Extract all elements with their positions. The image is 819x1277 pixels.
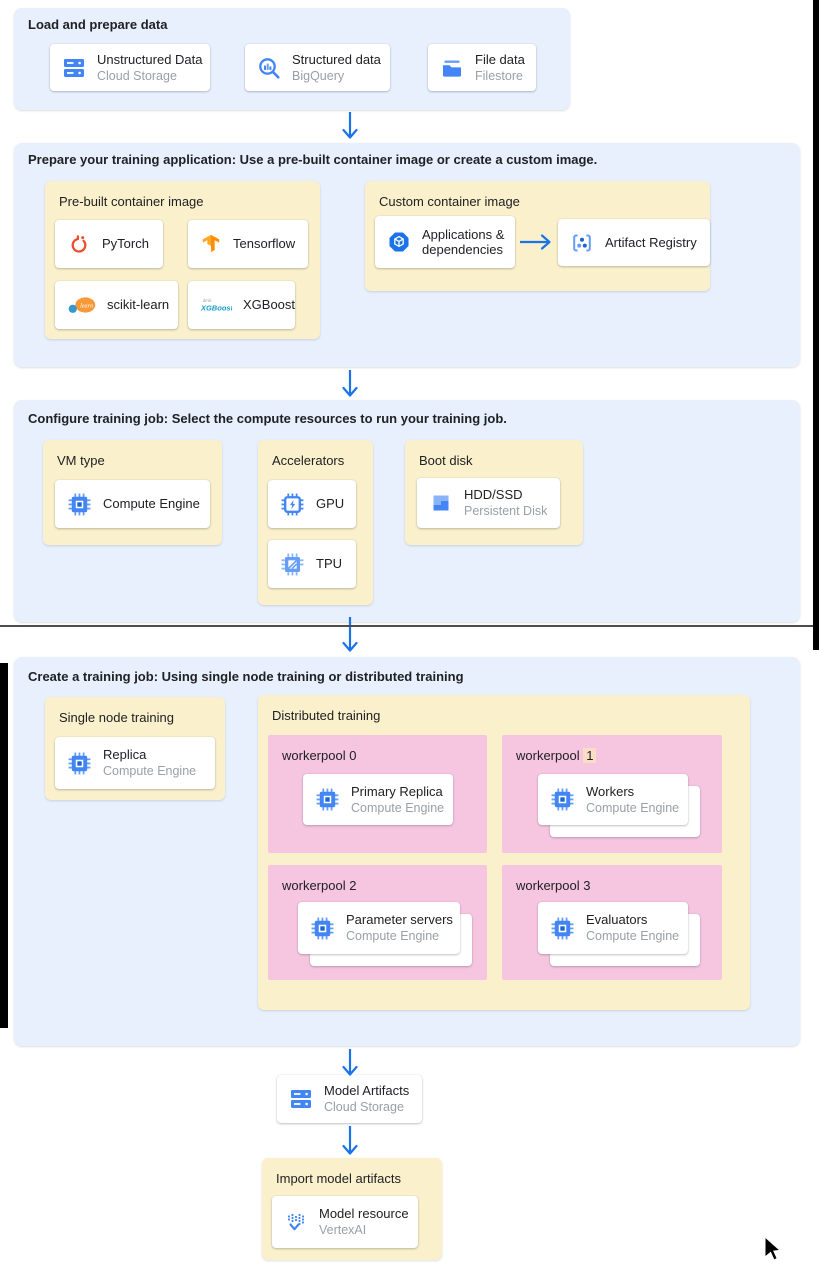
- card-title: Applications & dependencies: [422, 227, 505, 257]
- card-subtitle: Compute Engine: [351, 800, 445, 815]
- card-title: File data: [475, 51, 525, 67]
- applications-icon: [388, 231, 410, 253]
- card-title: PyTorch: [102, 236, 149, 251]
- card-scikit-learn: scikit-learn: [55, 281, 178, 329]
- card-primary-replica: Primary Replica Compute Engine: [303, 774, 453, 825]
- gpu-icon: [280, 491, 305, 517]
- card-tensorflow: Tensorflow: [188, 220, 308, 268]
- compute-engine-icon: [551, 917, 574, 939]
- card-title: Replica: [103, 747, 147, 762]
- accelerators-label: Accelerators: [272, 453, 345, 468]
- card-compute-engine: Compute Engine: [55, 480, 210, 528]
- section-create-title: Create a training job: Using single node…: [28, 669, 464, 684]
- card-replica: Replica Compute Engine: [55, 737, 215, 789]
- right-arrow-icon: [520, 234, 551, 250]
- bigquery-icon: [258, 57, 280, 79]
- mouse-cursor-icon: [764, 1236, 782, 1261]
- card-title: Tensorflow: [233, 236, 296, 251]
- artifact-registry-icon: [573, 234, 591, 251]
- card-title: Artifact Registry: [605, 234, 697, 250]
- card-title: Model Artifacts: [324, 1083, 410, 1098]
- persistent-disk-icon: [433, 495, 449, 511]
- scikit-learn-icon: [68, 296, 96, 313]
- card-subtitle: Compute Engine: [586, 800, 680, 815]
- card-subtitle: Persistent Disk: [464, 504, 548, 518]
- card-title: TPU: [316, 556, 342, 571]
- card-subtitle: Compute Engine: [346, 929, 440, 943]
- vertex-ai-icon: [286, 1212, 306, 1231]
- card-title: Primary Replica: [351, 783, 443, 799]
- cloud-storage-icon: [64, 58, 84, 77]
- card-applications-dependencies: Applications & dependencies: [375, 216, 515, 268]
- card-unstructured-data: Unstructured Data Cloud Storage: [50, 44, 210, 91]
- card-subtitle: VertexAI: [319, 1223, 367, 1237]
- down-arrow-icon: [342, 112, 358, 139]
- workerpool-0-label: workerpool 0: [282, 748, 357, 763]
- down-arrow-icon: [342, 617, 358, 652]
- card-parameter-servers: Parameter servers Compute Engine: [298, 902, 460, 954]
- card-xgboost: XGBoost: [188, 281, 295, 329]
- import-model-artifacts-label: Import model artifacts: [276, 1171, 401, 1186]
- card-structured-data: Structured data BigQuery: [245, 44, 390, 91]
- card-title: Parameter servers: [346, 912, 453, 927]
- card-pytorch: PyTorch: [55, 220, 163, 268]
- compute-engine-icon: [311, 917, 334, 939]
- card-title: Structured data: [292, 51, 381, 67]
- workerpool-2-label: workerpool 2: [282, 878, 357, 893]
- card-subtitle: Cloud Storage: [324, 1100, 404, 1114]
- card-subtitle: Cloud Storage: [97, 68, 177, 83]
- card-title: XGBoost: [243, 297, 296, 312]
- section-prepare-title: Prepare your training application: Use a…: [28, 152, 598, 167]
- xgboost-icon: [200, 297, 232, 313]
- section-load-title: Load and prepare data: [28, 17, 168, 32]
- compute-engine-icon: [316, 788, 339, 811]
- workerpool-1-label: workerpool 1: [516, 748, 597, 763]
- compute-engine-icon: [68, 752, 91, 774]
- card-evaluators: Evaluators Compute Engine: [538, 902, 688, 954]
- compute-engine-icon: [68, 493, 91, 515]
- card-title: Model resource: [319, 1206, 409, 1221]
- card-title: scikit-learn: [107, 297, 170, 312]
- card-model-artifacts: Model Artifacts Cloud Storage: [277, 1075, 422, 1123]
- card-workers: Workers Compute Engine: [538, 774, 688, 825]
- card-title: GPU: [316, 496, 345, 511]
- card-model-resource: Model resource VertexAI: [272, 1196, 418, 1248]
- right-edge-black-bar: [813, 0, 819, 650]
- single-node-label: Single node training: [59, 710, 174, 725]
- card-gpu: GPU: [268, 480, 356, 528]
- compute-engine-icon: [551, 788, 574, 811]
- workerpool-3-label: workerpool 3: [516, 878, 591, 893]
- left-edge-black-bar: [0, 663, 8, 1028]
- tensorflow-icon: [202, 234, 220, 253]
- filestore-icon: [443, 60, 461, 77]
- card-title: Compute Engine: [103, 496, 200, 511]
- down-arrow-icon: [342, 1049, 358, 1076]
- vm-type-label: VM type: [57, 453, 105, 468]
- down-arrow-icon: [342, 1126, 358, 1155]
- cloud-storage-icon: [291, 1090, 311, 1108]
- highlighted-number: 1: [583, 748, 597, 763]
- custom-container-label: Custom container image: [379, 194, 520, 209]
- prebuilt-container-label: Pre-built container image: [59, 194, 204, 209]
- card-subtitle: Compute Engine: [103, 764, 197, 778]
- pytorch-icon: [71, 234, 87, 253]
- distributed-training-label: Distributed training: [272, 708, 381, 723]
- card-artifact-registry: Artifact Registry: [558, 219, 710, 266]
- card-subtitle: BigQuery: [292, 68, 345, 83]
- card-tpu: TPU: [268, 540, 356, 588]
- section-configure-title: Configure training job: Select the compu…: [28, 411, 507, 426]
- card-hdd-ssd: HDD/SSD Persistent Disk: [417, 478, 560, 528]
- card-title: HDD/SSD: [464, 487, 523, 502]
- card-title: Unstructured Data: [97, 51, 203, 67]
- card-subtitle: Compute Engine: [586, 929, 680, 943]
- card-subtitle: Filestore: [475, 68, 523, 83]
- card-title: Workers: [586, 783, 635, 799]
- down-arrow-icon: [342, 370, 358, 397]
- card-title: Evaluators: [586, 912, 648, 927]
- screenshot-seam-line: [0, 625, 819, 627]
- boot-disk-label: Boot disk: [419, 453, 473, 468]
- tpu-icon: [280, 552, 305, 576]
- card-file-data: File data Filestore: [428, 44, 536, 91]
